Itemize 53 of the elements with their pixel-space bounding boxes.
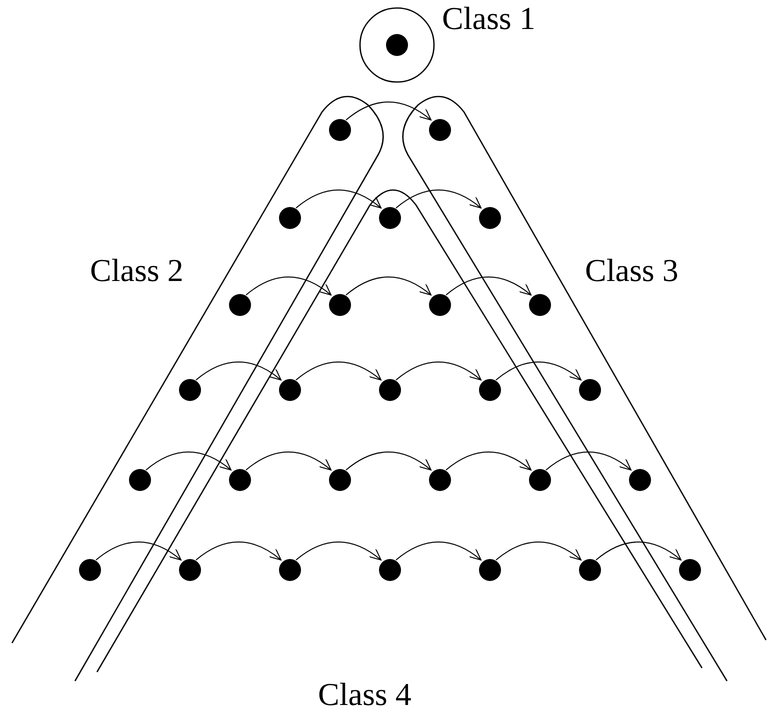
dot [379, 559, 401, 581]
region-label: Class 2 [90, 252, 184, 288]
dot [379, 207, 401, 229]
dot [329, 469, 351, 491]
arrow [396, 542, 482, 560]
dot [429, 294, 451, 316]
region-label: Class 4 [318, 676, 412, 712]
arrow [346, 276, 432, 296]
arrow [346, 102, 432, 120]
arrow [196, 542, 282, 560]
dot [279, 207, 301, 229]
arrow [446, 276, 532, 296]
arrow [596, 542, 682, 560]
dot [479, 207, 501, 229]
dot [279, 559, 301, 581]
dot [429, 469, 451, 491]
dot [229, 294, 251, 316]
dot [229, 469, 251, 491]
region-label: Class 3 [585, 252, 678, 288]
dot [79, 559, 101, 581]
dot [379, 379, 401, 401]
arrow [496, 362, 582, 380]
dot [179, 379, 201, 401]
dot [429, 119, 451, 141]
dot [529, 469, 551, 491]
arrow [446, 452, 532, 470]
dot [386, 34, 408, 56]
dot [529, 294, 551, 316]
dot [329, 119, 351, 141]
arrow [96, 542, 182, 560]
arrow [196, 362, 282, 380]
dot [629, 469, 651, 491]
arrow [496, 542, 582, 560]
arrow [296, 362, 382, 380]
arrow [146, 452, 232, 470]
dot [479, 379, 501, 401]
arrow [396, 190, 482, 208]
dot [579, 559, 601, 581]
arrow [296, 542, 382, 560]
arrow [246, 276, 332, 296]
arrow [346, 452, 432, 470]
dot [579, 379, 601, 401]
arrow [296, 190, 382, 208]
dot [279, 379, 301, 401]
arrow [396, 362, 482, 380]
dot [479, 559, 501, 581]
dot [129, 469, 151, 491]
dot [329, 294, 351, 316]
dot [679, 559, 701, 581]
arrow [246, 452, 332, 470]
region-label: Class 1 [442, 0, 536, 36]
arrow [546, 452, 632, 470]
dot [179, 559, 201, 581]
